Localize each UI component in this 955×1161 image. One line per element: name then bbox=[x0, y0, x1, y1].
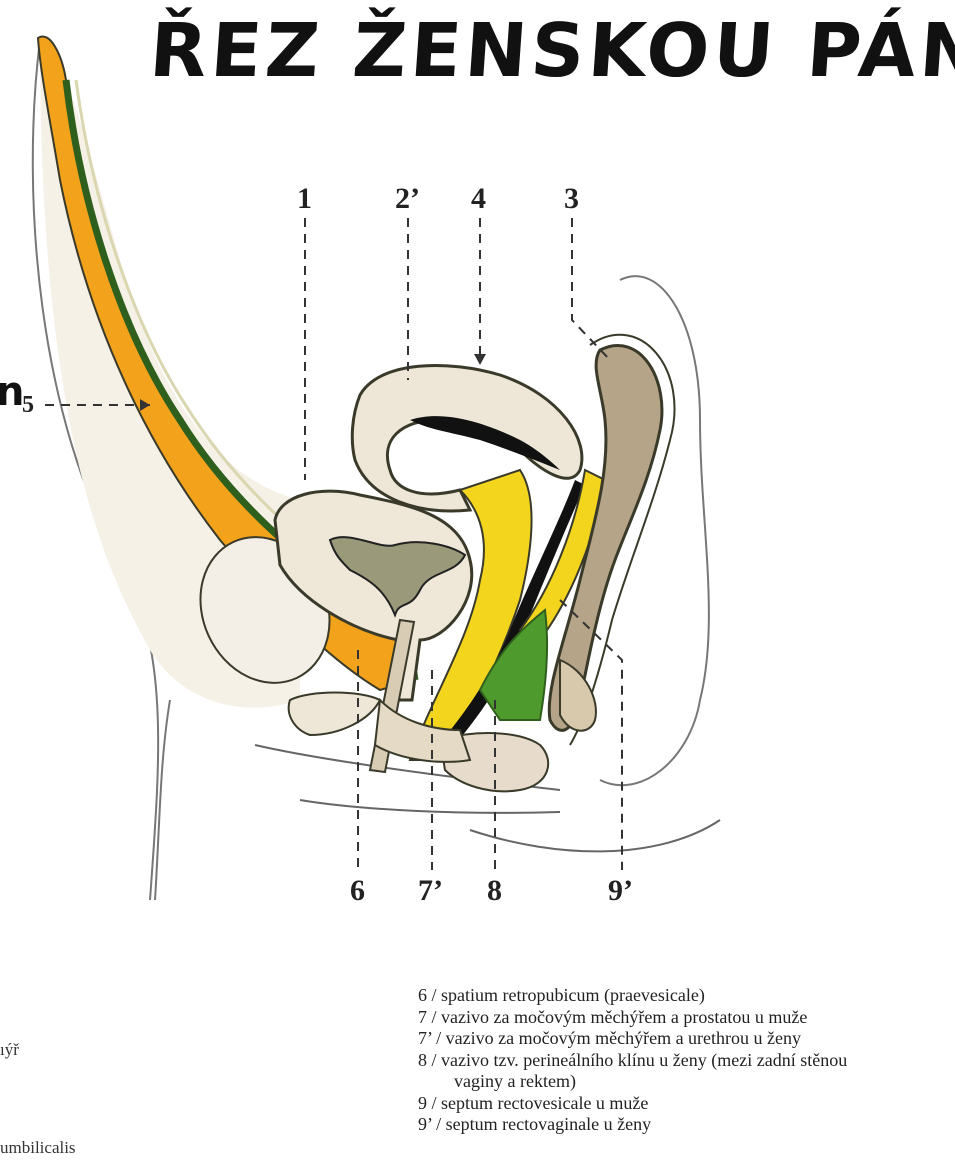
legend-item-7-prime: 7’ / vazivo za močovým měchýřem a urethr… bbox=[418, 1028, 955, 1050]
legend-item-7: 7 / vazivo za močovým měchýřem a prostat… bbox=[418, 1007, 955, 1029]
label-3: 3 bbox=[564, 182, 579, 215]
legend-item-6: 6 / spatium retropubicum (praevesicale) bbox=[418, 985, 955, 1007]
legend-item-9: 9 / septum rectovesicale u muže bbox=[418, 1093, 955, 1115]
label-1: 1 bbox=[297, 182, 312, 215]
left-fragment-b: umbilicalis bbox=[0, 1138, 76, 1158]
legend-item-8-continued: vaginy a rektem) bbox=[418, 1071, 955, 1093]
labia bbox=[289, 693, 380, 736]
label-7-prime: 7’ bbox=[418, 874, 443, 907]
cut-letter-n: n bbox=[0, 369, 24, 415]
legend-item-9-prime: 9’ / septum rectovaginale u ženy bbox=[418, 1114, 955, 1136]
label-9-prime: 9’ bbox=[608, 874, 633, 907]
gluteal-fold bbox=[470, 820, 720, 851]
left-fragment-a: ıýř bbox=[0, 1040, 19, 1060]
legend: 6 / spatium retropubicum (praevesicale) … bbox=[418, 985, 955, 1136]
label-8: 8 bbox=[487, 874, 502, 907]
label-6: 6 bbox=[350, 874, 365, 907]
anal-canal bbox=[560, 660, 596, 731]
leader-4-arrowhead bbox=[474, 354, 486, 365]
thigh-line bbox=[300, 800, 560, 813]
legend-item-8: 8 / vazivo tzv. perineálního klínu u žen… bbox=[418, 1050, 955, 1072]
label-4: 4 bbox=[471, 182, 486, 215]
label-2-prime: 2’ bbox=[395, 182, 420, 215]
leader-3 bbox=[572, 218, 610, 360]
